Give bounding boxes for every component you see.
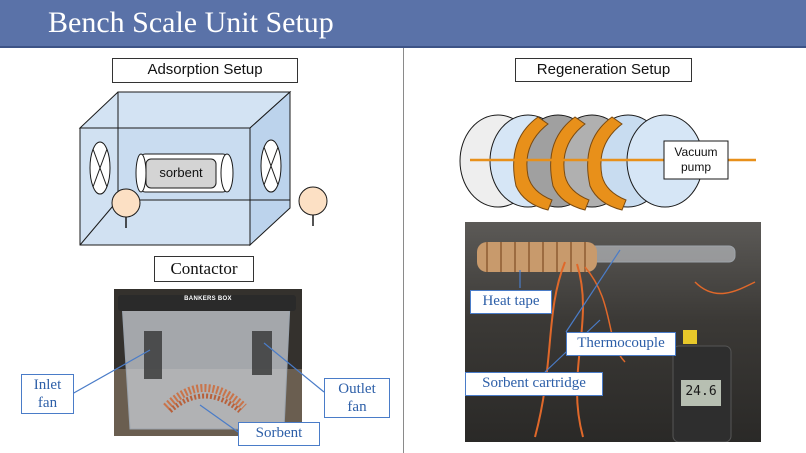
right-sensor-icon bbox=[298, 186, 328, 226]
right-fan-icon bbox=[260, 139, 282, 193]
meter-reading: 24.6 bbox=[685, 384, 717, 399]
sorbent-cylinder bbox=[135, 153, 234, 193]
column-divider bbox=[403, 48, 404, 453]
heat-tape-callout: Heat tape bbox=[470, 290, 552, 314]
sorbent-label: sorbent bbox=[159, 165, 203, 180]
contactor-label: Contactor bbox=[154, 256, 254, 282]
regeneration-setup-label: Regeneration Setup bbox=[515, 58, 692, 82]
regeneration-photo: 24.6 bbox=[465, 222, 761, 442]
left-sensor-icon bbox=[111, 188, 141, 228]
thermocouple-callout: Thermocouple bbox=[566, 332, 676, 356]
sorbent-cartridge-callout: Sorbent cartridge bbox=[465, 372, 603, 396]
box-brand-label: BANKERS BOX bbox=[184, 296, 232, 302]
inlet-fan-callout: Inlet fan bbox=[21, 374, 74, 414]
page-title: Bench Scale Unit Setup bbox=[48, 6, 334, 39]
title-bar: Bench Scale Unit Setup bbox=[0, 0, 806, 48]
sorbent-callout: Sorbent bbox=[238, 422, 320, 446]
vacuum-pump-box bbox=[663, 140, 729, 180]
left-fan-icon bbox=[89, 141, 111, 195]
adsorption-setup-label: Adsorption Setup bbox=[112, 58, 298, 83]
vacuum-pump-label: Vacuum pump bbox=[674, 145, 718, 174]
outlet-fan-callout: Outlet fan bbox=[324, 378, 390, 418]
